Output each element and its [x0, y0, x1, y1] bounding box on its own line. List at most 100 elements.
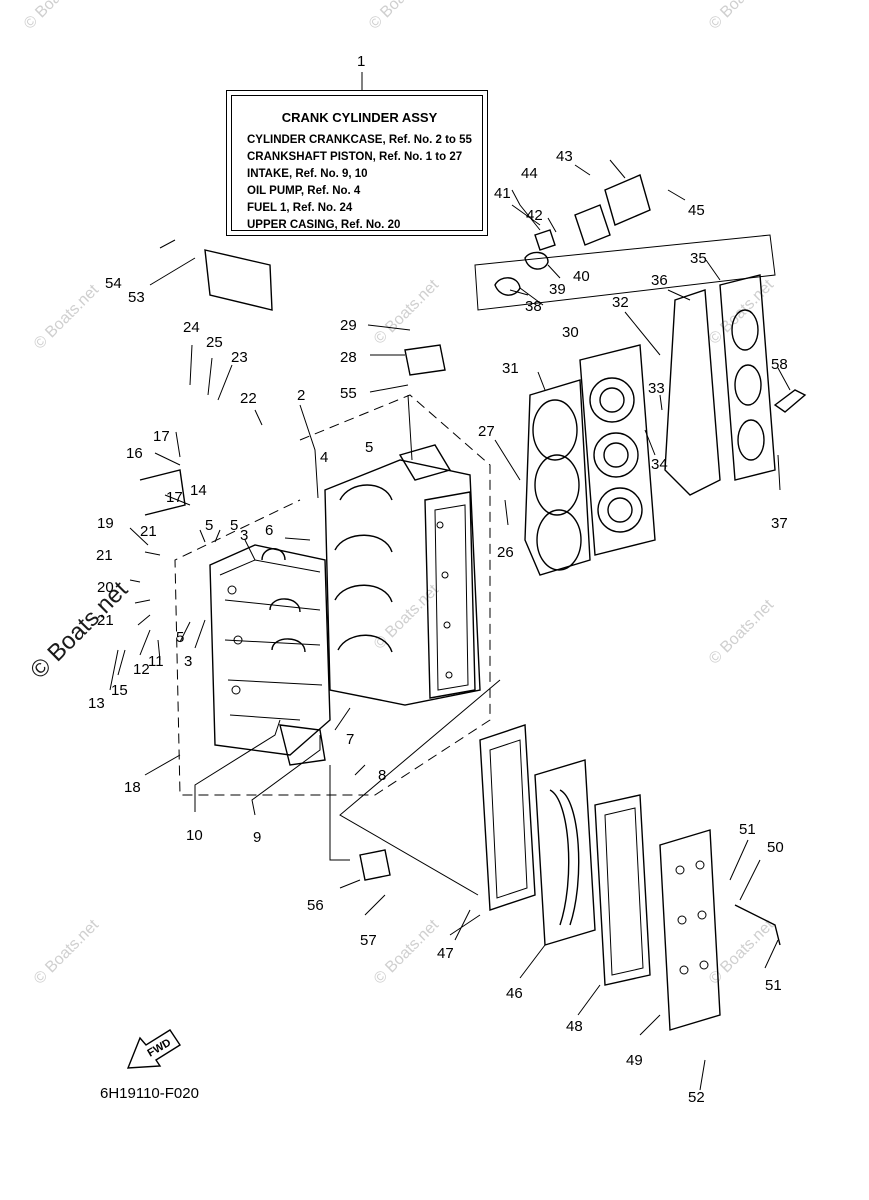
- bracket-53: [204, 249, 273, 311]
- callout: 46: [506, 985, 523, 1002]
- leader-lines: [109, 72, 791, 1091]
- callout: 5: [176, 629, 184, 646]
- callout: 25: [206, 334, 223, 351]
- callout: 24: [183, 319, 200, 336]
- callout: 23: [231, 349, 248, 366]
- callout: 5: [365, 439, 373, 456]
- callout: 37: [771, 515, 788, 532]
- watermark: © Boats.net: [371, 916, 443, 988]
- callout: 15: [111, 682, 128, 699]
- assembly-ref-line: OIL PUMP, Ref. No. 4: [247, 185, 361, 197]
- callout: 43: [556, 148, 573, 165]
- callout: 27: [478, 423, 495, 440]
- watermark: © Boats.net: [31, 281, 103, 353]
- callout: 16: [126, 445, 143, 462]
- callout: 21: [97, 612, 114, 629]
- callout: 50: [767, 839, 784, 856]
- assembly-ref-line: CRANKSHAFT PISTON, Ref. No. 1 to 27: [247, 151, 463, 163]
- assembly-info-box: CRANK CYLINDER ASSY CYLINDER CRANKCASE, …: [226, 90, 488, 236]
- watermark: © Boats.net: [31, 916, 103, 988]
- assembly-info-inner: CRANK CYLINDER ASSY CYLINDER CRANKCASE, …: [231, 95, 483, 231]
- callout: 19: [97, 515, 114, 532]
- callout: 38: [525, 298, 542, 315]
- callout: 32: [612, 294, 629, 311]
- callout: 44: [521, 165, 538, 182]
- callout: 56: [307, 897, 324, 914]
- hose-50: [734, 904, 781, 946]
- callout: 29: [340, 317, 357, 334]
- watermark: © Boats.net: [706, 596, 778, 668]
- assembly-ref-line: FUEL 1, Ref. No. 24: [247, 202, 353, 214]
- callout: 17: [166, 489, 183, 506]
- cylinder-head: [579, 344, 656, 556]
- callout: 9: [253, 829, 261, 846]
- callout: 3: [184, 653, 192, 670]
- callout: 34: [651, 456, 668, 473]
- crankcase: [209, 544, 331, 766]
- callout: 4: [320, 449, 328, 466]
- cylinder-block: [324, 444, 481, 706]
- callout: 42: [526, 207, 543, 224]
- callout: 28: [340, 349, 357, 366]
- callout: 5: [230, 517, 238, 534]
- callout: 31: [502, 360, 519, 377]
- callout: 48: [566, 1018, 583, 1035]
- fwd-arrow-icon: FWD: [126, 1029, 181, 1069]
- callout: 51: [739, 821, 756, 838]
- watermark: © Boats.net: [706, 276, 778, 348]
- callout: 40: [573, 268, 590, 285]
- callout: 49: [626, 1052, 643, 1069]
- callout: 6: [265, 522, 273, 539]
- callout: 21: [140, 523, 157, 540]
- callout: 30: [562, 324, 579, 341]
- assembly-ref-line: INTAKE, Ref. No. 9, 10: [247, 168, 368, 180]
- watermark: © Boats.net: [706, 0, 778, 33]
- callout: 33: [648, 380, 665, 397]
- callout: 57: [360, 932, 377, 949]
- callout: 26: [497, 544, 514, 561]
- bracket-56: [359, 849, 391, 881]
- callout: 45: [688, 202, 705, 219]
- callout: 47: [437, 945, 454, 962]
- intake-stack: [479, 724, 721, 1031]
- callout: 39: [549, 281, 566, 298]
- callout: 36: [651, 272, 668, 289]
- model-code: 6H19110-F020: [100, 1085, 199, 1102]
- callout: 20: [97, 579, 114, 596]
- callout: 2: [297, 387, 305, 404]
- callout: 35: [690, 250, 707, 267]
- assembly-ref-line: UPPER CASING, Ref. No. 20: [247, 219, 401, 231]
- callout: 1: [357, 53, 365, 70]
- callout: 12: [133, 661, 150, 678]
- clamp-28: [404, 344, 446, 376]
- head-gasket: [524, 379, 591, 576]
- callout: 5: [205, 517, 213, 534]
- assembly-title: CRANK CYLINDER ASSY: [281, 110, 438, 125]
- callout: 58: [771, 356, 788, 373]
- fwd-label: FWD: [146, 1037, 174, 1060]
- callout: 17: [153, 428, 170, 445]
- callout: 11: [148, 653, 164, 670]
- callout: 18: [124, 779, 141, 796]
- callout: 22: [240, 390, 257, 407]
- watermark: © Boats.net: [21, 0, 93, 33]
- callout: 13: [88, 695, 105, 712]
- head-cover-gasket: [664, 289, 721, 496]
- callout: 55: [340, 385, 357, 402]
- oil-pump-group: [474, 174, 776, 311]
- watermark: © Boats.net: [371, 276, 443, 348]
- callout: 52: [688, 1089, 705, 1106]
- watermark: © Boats.net: [371, 581, 443, 653]
- callout: 41: [494, 185, 511, 202]
- callout: 7: [346, 731, 354, 748]
- callout: 10: [186, 827, 203, 844]
- callout: 53: [128, 289, 145, 306]
- watermark: © Boats.net: [25, 576, 133, 684]
- assembly-outline: [174, 394, 491, 796]
- watermark: © Boats.net: [366, 0, 438, 33]
- hose-16: [139, 469, 186, 516]
- callout: 21: [96, 547, 113, 564]
- assembly-ref-line: CYLINDER CRANKCASE, Ref. No. 2 to 55: [247, 134, 472, 146]
- callout: 3: [240, 527, 248, 544]
